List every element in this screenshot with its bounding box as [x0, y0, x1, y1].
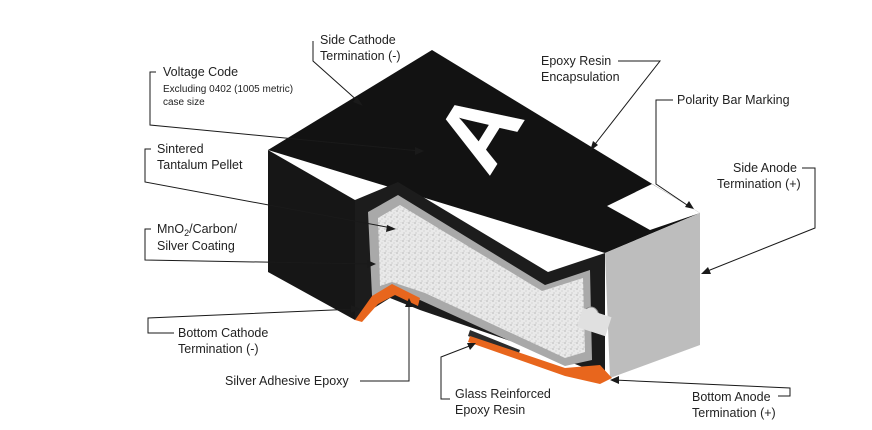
label-sintered-pellet-2: Tantalum Pellet	[157, 158, 243, 172]
bottom-anode-termination	[468, 336, 612, 384]
label-polarity-bar: Polarity Bar Marking	[677, 93, 790, 107]
label-silver-adhesive: Silver Adhesive Epoxy	[225, 374, 349, 388]
leader-lines	[144, 41, 816, 400]
label-side-anode-1: Side Anode	[733, 161, 797, 175]
label-sintered-pellet-1: Sintered	[157, 142, 204, 156]
label-side-anode-2: Termination (+)	[717, 177, 801, 191]
label-bottom-anode-1: Bottom Anode	[692, 390, 771, 404]
label-voltage-code-note-1: Excluding 0402 (1005 metric)	[163, 84, 293, 95]
capacitor-body	[268, 50, 700, 384]
label-bottom-anode-2: Termination (+)	[692, 406, 776, 420]
anode-wire	[576, 308, 612, 337]
label-glass-epoxy-1: Glass Reinforced	[455, 387, 551, 401]
polarity-bar-marking	[607, 184, 700, 230]
label-mno2-coating-1: MnO2/Carbon/	[157, 222, 238, 238]
sintered-tantalum-pellet	[378, 205, 585, 358]
label-mno2-coating-2: Silver Coating	[157, 239, 235, 253]
top-face	[268, 50, 700, 253]
right-anode-end-face	[605, 213, 700, 378]
label-epoxy-encapsulation-1: Epoxy Resin	[541, 54, 611, 68]
label-side-cathode-1: Side Cathode	[320, 33, 396, 47]
label-epoxy-encapsulation-2: Encapsulation	[541, 70, 620, 84]
label-glass-epoxy-2: Epoxy Resin	[455, 403, 525, 417]
label-voltage-code: Voltage Code	[163, 65, 238, 79]
labels: Side Cathode Termination (-) Voltage Cod…	[157, 33, 801, 420]
label-side-cathode-2: Termination (-)	[320, 49, 401, 63]
label-bottom-cathode-1: Bottom Cathode	[178, 326, 268, 340]
left-end-face	[268, 150, 355, 320]
label-voltage-code-note-2: case size	[163, 97, 205, 108]
label-bottom-cathode-2: Termination (-)	[178, 342, 259, 356]
bottom-cathode-termination	[355, 284, 420, 322]
